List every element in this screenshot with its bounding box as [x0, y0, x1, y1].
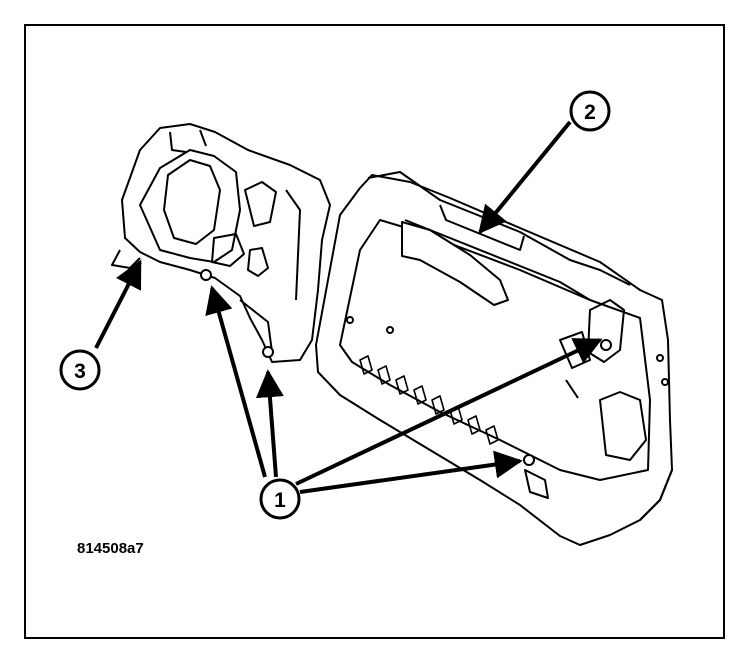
callout-1: 1 [259, 478, 301, 520]
figure-id-label: 814508a7 [77, 540, 144, 557]
leader-1-left-hole [205, 285, 267, 478]
svg-text:1: 1 [274, 489, 286, 512]
leader-lines [94, 120, 603, 494]
left-duct-housing [111, 123, 331, 363]
callout-3: 3 [59, 349, 101, 391]
leader-1-far-right-hole [295, 338, 603, 486]
leader-1-center-hole [255, 369, 284, 478]
leader-1-right-hole [299, 450, 523, 494]
svg-text:2: 2 [584, 101, 596, 124]
right-main-housing [315, 171, 673, 546]
leader-3 [94, 259, 142, 349]
callout-2: 2 [569, 90, 611, 132]
figure-border [24, 24, 725, 639]
leader-2 [478, 120, 572, 235]
svg-text:3: 3 [74, 360, 86, 383]
